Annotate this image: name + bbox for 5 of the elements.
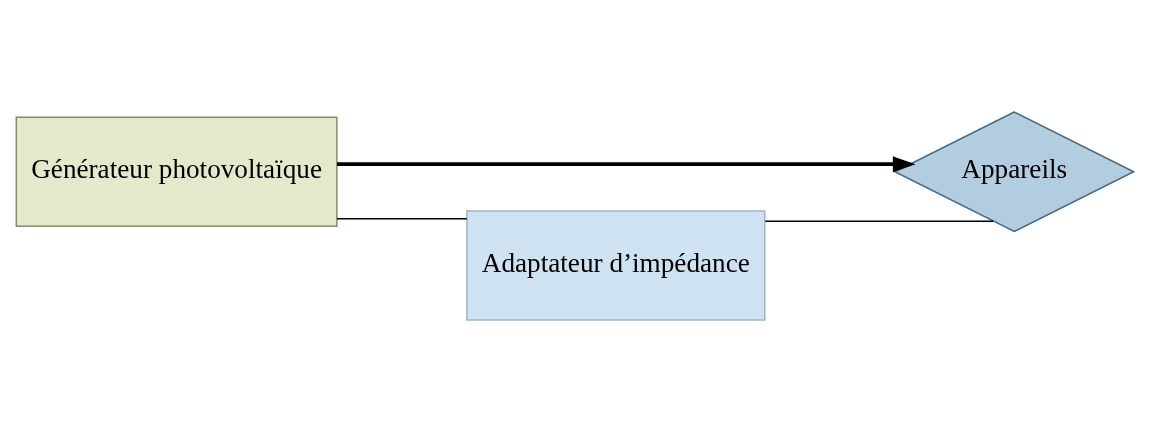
- connector: [336, 217, 468, 220]
- connector: [764, 220, 994, 223]
- node-box: Adaptateur d’impédance: [466, 210, 766, 321]
- node-box: Générateur photovoltaïque: [15, 116, 338, 227]
- arrow: [337, 156, 916, 173]
